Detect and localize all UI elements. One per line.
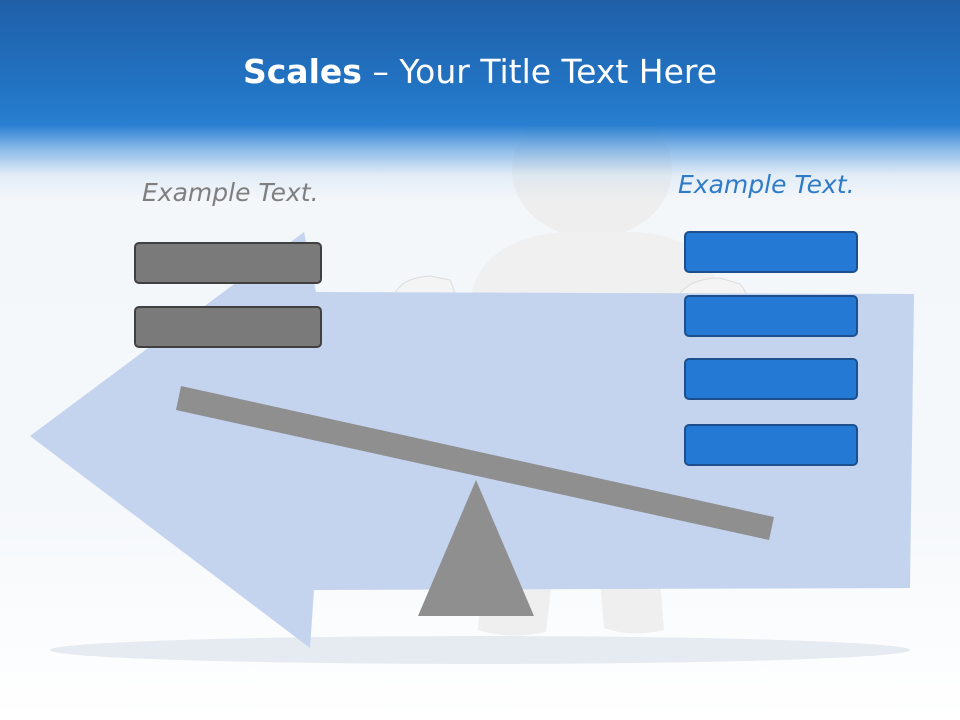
right-text-box-2[interactable]: [684, 295, 858, 337]
title-bold: Scales: [242, 52, 362, 91]
right-text-box-3[interactable]: [684, 358, 858, 400]
title-rest: – Your Title Text Here: [361, 52, 718, 91]
right-text-box-4[interactable]: [684, 424, 858, 466]
floor-shadow: [50, 636, 910, 664]
right-example-text: Example Text.: [678, 170, 855, 199]
scale-beam: [176, 386, 774, 540]
left-text-box-2[interactable]: [134, 306, 322, 348]
scale-fulcrum: [418, 480, 534, 616]
left-example-text: Example Text.: [142, 178, 319, 207]
right-text-box-1[interactable]: [684, 231, 858, 273]
seesaw-scale: [176, 386, 774, 616]
left-text-box-1[interactable]: [134, 242, 322, 284]
slide-title: Scales – Your Title Text Here: [0, 52, 960, 91]
header-band: [0, 0, 960, 200]
